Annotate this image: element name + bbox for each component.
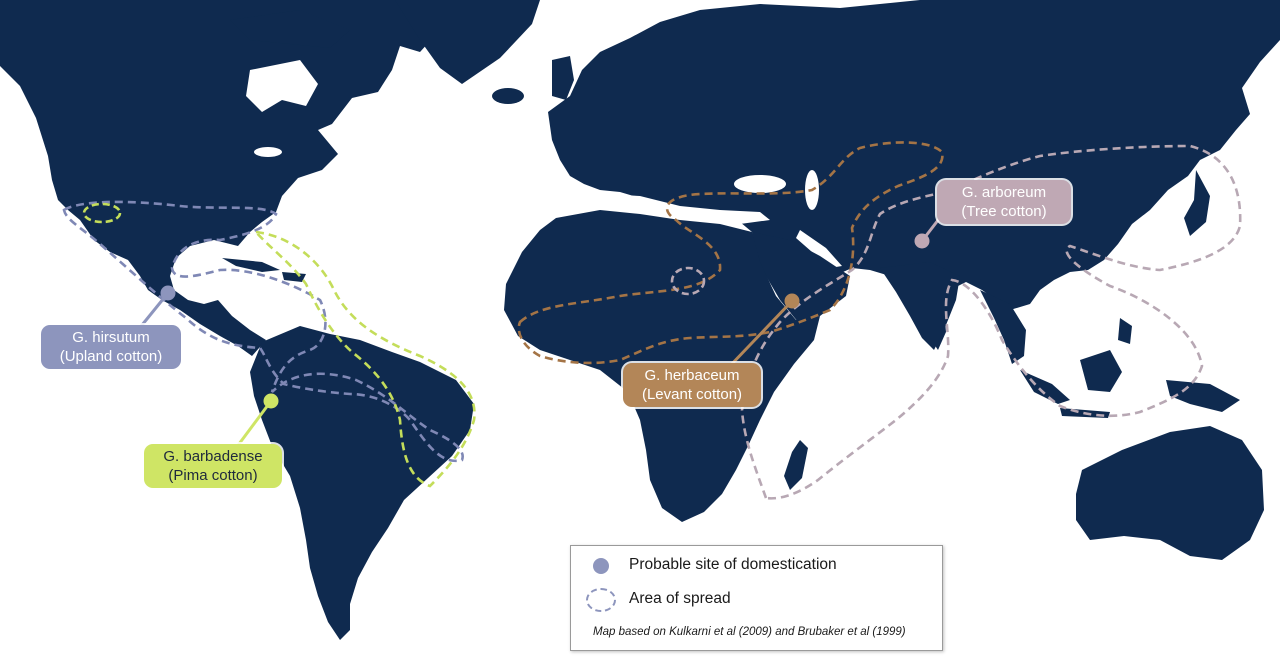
species-label-barbadense: G. barbadense (Pima cotton) [144,444,282,488]
landmass-south-america [250,326,474,640]
legend-label-domestication: Probable site of domestication [629,556,837,573]
species-common-name: (Pima cotton) [168,467,258,484]
species-common-name: (Tree cotton) [961,203,1047,220]
species-name: G. barbadense [163,448,263,465]
landmass-japan [1184,170,1210,236]
spread-area-hirsutum [62,200,464,463]
species-name: G. herbaceum [644,367,740,384]
species-common-name: (Upland cotton) [59,348,163,365]
spread-area-barbadense-north [82,202,122,224]
landmass-madagascar [784,440,808,490]
domestication-site-arboreum [914,233,930,249]
landmass-north-america [0,0,520,356]
landmass-southeast-asia [980,290,1026,364]
legend-row-domestication: Probable site of domestication [571,554,942,578]
landmass-india [880,262,960,350]
spread-area-arboreum [740,144,1242,500]
mediterranean-sea [598,194,770,224]
arabian-gulf [796,230,842,268]
spread-area-arboreum-sahara [670,266,706,296]
species-label-hirsutum: G. hirsutum (Upland cotton) [41,325,181,369]
landmass-new-guinea [1166,380,1240,412]
area-of-spread-swatch-icon [586,588,616,612]
hudson-bay [246,60,318,112]
landmass-arabia [752,232,850,322]
leader-line-barbadense [234,400,273,449]
species-name: G. arboreum [961,184,1047,201]
domestication-site-swatch-icon [593,558,609,574]
domestication-site-herbaceum [784,293,800,309]
landmass-philippines [1118,318,1132,344]
leader-line-herbaceum [726,299,794,370]
legend-label-spread: Area of spread [629,590,731,607]
species-label-arboreum: G. arboreum (Tree cotton) [937,180,1071,224]
legend-row-spread: Area of spread [571,588,942,612]
landmass-arctic-islands [230,10,350,48]
legend-source-note: Map based on Kulkarni et al (2009) and B… [593,626,906,638]
landmass-borneo [1080,350,1122,392]
landmass-eurasia [548,0,1280,350]
landmass-sumatra [1020,370,1070,404]
landmass-cuba [222,258,280,272]
species-common-name: (Levant cotton) [641,386,743,403]
domestication-site-barbadense [263,393,279,409]
leader-line-hirsutum [136,292,170,331]
spread-area-herbaceum [517,141,944,365]
domestication-site-hirsutum [160,285,176,301]
black-sea [734,175,786,193]
great-lakes [254,147,282,157]
species-label-herbaceum: G. herbaceum (Levant cotton) [623,363,761,407]
landmass-iceland [492,88,524,104]
species-name: G. hirsutum [72,329,150,346]
map-legend: Probable site of domestication Area of s… [570,545,943,651]
landmass-british-isles [552,56,574,100]
spread-area-barbadense [252,230,476,488]
landmass-greenland [395,0,540,84]
landmass-australia [1076,426,1264,560]
